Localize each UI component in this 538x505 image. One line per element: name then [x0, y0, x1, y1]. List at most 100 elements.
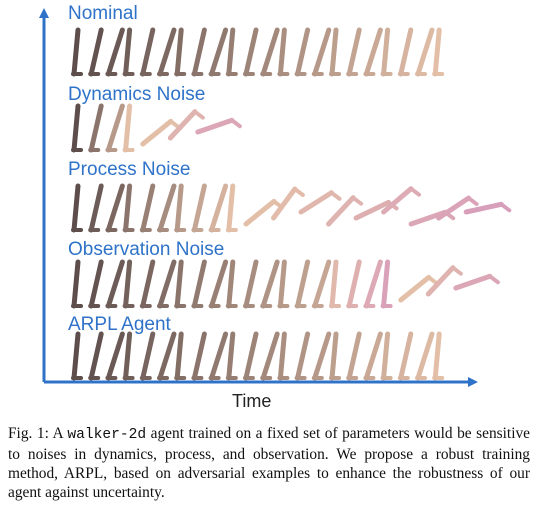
walker-r2-4 — [139, 183, 156, 233]
walker-r4-9 — [225, 331, 238, 381]
walker-r4-1 — [88, 331, 104, 381]
walker-r0-12 — [277, 27, 290, 77]
walker-r2-7 — [191, 183, 207, 233]
walker-r4-13 — [294, 331, 311, 381]
walker-r0-21 — [432, 27, 445, 77]
fallen-walker-r2-2 — [298, 190, 342, 215]
walker-r0-1 — [88, 27, 104, 77]
figure-caption: Fig. 1: A walker-2d agent trained on a f… — [8, 424, 530, 502]
walker-r0-0 — [71, 27, 83, 77]
fallen-walker-r3-2 — [453, 273, 500, 291]
walker-r0-17 — [363, 27, 383, 77]
walker-r2-5 — [157, 183, 177, 233]
walker-r1-0 — [71, 103, 83, 153]
fallen-walker-r2-1 — [271, 186, 305, 221]
walker-r3-4 — [139, 259, 156, 309]
row-label-arpl-agent: ARPL Agent — [68, 314, 171, 335]
fallen-walker-r2-3 — [326, 195, 364, 227]
walker-r0-20 — [415, 27, 435, 77]
walker-r1-1 — [88, 103, 104, 153]
caption-text: agent trained on a fixed set of paramete… — [8, 425, 530, 501]
fallen-walker-r1-0 — [140, 118, 181, 147]
walker-r4-5 — [157, 331, 177, 381]
figure: Nominal Dynamics Noise Process Noise Obs… — [39, 3, 512, 411]
walker-r4-14 — [311, 331, 332, 381]
walker-r0-8 — [208, 27, 229, 77]
walker-r3-14 — [311, 259, 332, 309]
walker-r3-16 — [346, 259, 362, 309]
fallen-walker-r1-2 — [195, 117, 242, 135]
walker-r3-6 — [174, 259, 187, 309]
walker-r0-15 — [329, 27, 341, 77]
walker-r4-2 — [105, 331, 125, 381]
fallen-walker-r1-1 — [167, 109, 205, 141]
row-label-observation-noise: Observation Noise — [68, 239, 225, 260]
walker-r0-10 — [243, 27, 259, 77]
row-label-dynamics-noise: Dynamics Noise — [68, 84, 206, 105]
caption-prefix: Fig. 1: A — [8, 425, 68, 442]
row-label-nominal: Nominal — [68, 3, 138, 24]
caption-code: walker-2d — [67, 427, 147, 443]
walker-r2-2 — [105, 183, 125, 233]
walker-r0-14 — [311, 27, 332, 77]
walker-r3-13 — [294, 259, 311, 309]
fallen-walker-r3-1 — [425, 265, 463, 297]
walker-r0-13 — [294, 27, 311, 77]
walker-r3-1 — [88, 259, 104, 309]
walker-r0-18 — [380, 27, 393, 77]
walker-r0-19 — [397, 27, 414, 77]
walker-r4-15 — [329, 331, 341, 381]
walker-r0-9 — [225, 27, 238, 77]
walker-r4-4 — [139, 331, 156, 381]
walker-r1-3 — [122, 103, 135, 153]
walker-r3-15 — [329, 259, 341, 309]
walker-r2-9 — [225, 183, 238, 233]
x-axis-label: Time — [232, 391, 272, 411]
walker-r3-3 — [122, 259, 135, 309]
walker-r3-0 — [71, 259, 83, 309]
walker-r3-2 — [105, 259, 125, 309]
walker-r0-3 — [122, 27, 135, 77]
walker-r3-10 — [243, 259, 259, 309]
walker-strips — [71, 27, 512, 381]
walker-r2-3 — [122, 183, 135, 233]
walker-r2-1 — [88, 183, 104, 233]
walker-r4-8 — [208, 331, 229, 381]
walker-r3-11 — [260, 259, 280, 309]
walker-r4-3 — [122, 331, 135, 381]
walker-r0-16 — [346, 27, 362, 77]
walker-r0-2 — [105, 27, 125, 77]
walker-r1-2 — [105, 103, 125, 153]
fallen-walker-r2-7 — [436, 195, 479, 221]
walker-r2-0 — [71, 183, 83, 233]
walker-r0-6 — [174, 27, 187, 77]
walker-r3-8 — [208, 259, 229, 309]
walker-r4-0 — [71, 331, 83, 381]
walker-r4-10 — [243, 331, 259, 381]
walker-r4-7 — [191, 331, 207, 381]
walker-r4-11 — [260, 331, 280, 381]
walker-figure-svg — [39, 8, 512, 387]
walker-r3-17 — [363, 259, 383, 309]
walker-r0-7 — [191, 27, 207, 77]
walker-r4-18 — [380, 331, 393, 381]
walker-r4-20 — [415, 331, 435, 381]
walker-r4-17 — [363, 331, 383, 381]
walker-r4-16 — [346, 331, 362, 381]
walker-r3-7 — [191, 259, 207, 309]
walker-r0-5 — [157, 27, 177, 77]
walker-r4-21 — [432, 331, 445, 381]
walker-r3-12 — [277, 259, 290, 309]
row-label-process-noise: Process Noise — [68, 159, 191, 180]
walker-r0-11 — [260, 27, 280, 77]
fallen-walker-r2-5 — [381, 186, 422, 215]
fallen-walker-r3-0 — [398, 274, 439, 303]
walker-r3-5 — [157, 259, 177, 309]
walker-r4-6 — [174, 331, 187, 381]
walker-r2-8 — [208, 183, 229, 233]
walker-r4-12 — [277, 331, 290, 381]
walker-r0-4 — [139, 27, 156, 77]
walker-r3-9 — [225, 259, 238, 309]
walker-r4-19 — [397, 331, 414, 381]
walker-r2-6 — [174, 183, 187, 233]
